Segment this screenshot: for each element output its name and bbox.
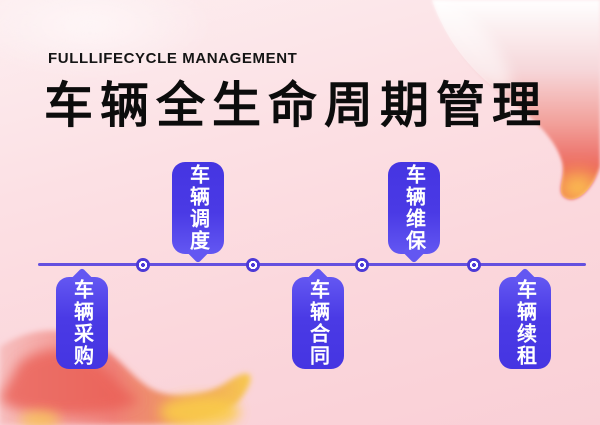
stage-label: 车辆合同 bbox=[306, 279, 329, 367]
timeline-node bbox=[355, 258, 369, 272]
stage-bubble-vehicle-maintenance: 车辆维保 bbox=[388, 162, 440, 264]
stage-label: 车辆调度 bbox=[186, 164, 209, 252]
stage-bubble-vehicle-procurement: 车辆采购 bbox=[56, 267, 108, 369]
timeline-line bbox=[38, 263, 586, 266]
flame-decoration bbox=[0, 330, 251, 425]
subtitle-text: FULLLIFECYCLE MANAGEMENT bbox=[48, 50, 298, 67]
white-wisp-decoration bbox=[0, 0, 220, 80]
stage-bubble-vehicle-dispatch: 车辆调度 bbox=[172, 162, 224, 264]
page-title: 车辆全生命周期管理 bbox=[44, 79, 549, 133]
stage-bubble-vehicle-contract: 车辆合同 bbox=[292, 267, 344, 369]
timeline-node bbox=[246, 258, 260, 272]
stage-label: 车辆采购 bbox=[70, 279, 93, 367]
timeline-node bbox=[136, 258, 150, 272]
timeline-node bbox=[467, 258, 481, 272]
stage-bubble-vehicle-lease-renewal: 车辆续租 bbox=[499, 267, 551, 369]
stage-label: 车辆续租 bbox=[513, 279, 536, 367]
stage-label: 车辆维保 bbox=[402, 164, 425, 252]
